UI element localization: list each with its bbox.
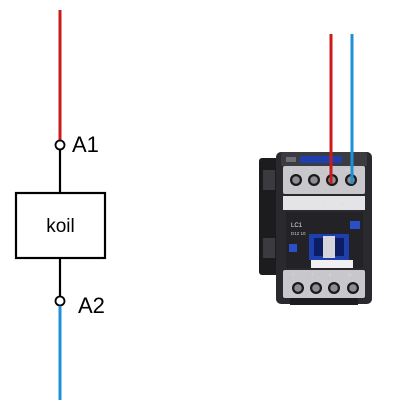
svg-text:2: 2: [290, 201, 293, 206]
svg-text:6: 6: [322, 201, 325, 206]
svg-text:4: 4: [305, 201, 308, 206]
svg-text:A2: A2: [340, 201, 346, 206]
top-terminal-block: [283, 166, 365, 194]
contactor-model-label: LC1: [291, 223, 303, 229]
contactor-model-sub-label: D12 10: [291, 231, 306, 236]
front-label-strip: [283, 196, 365, 210]
svg-text:14: 14: [347, 272, 352, 277]
coil-label: koil: [46, 216, 75, 237]
svg-text:1: 1: [290, 167, 293, 172]
actuator-slider: [323, 236, 335, 258]
terminal-a2-node: [54, 295, 66, 307]
terminal-a1-node: [54, 139, 66, 151]
svg-text:13: 13: [345, 167, 350, 172]
bottom-terminal-block: [283, 270, 365, 298]
bottom-rating-plate: [311, 260, 353, 268]
terminal-a2-label: A2: [78, 293, 105, 318]
bottom-terminal-screws: [292, 282, 359, 294]
coil-schematic: A1 koil A2: [14, 10, 107, 400]
terminal-a1-label: A1: [72, 132, 99, 157]
contactor-device: 1 3 5 13 2 4 6 A2 LC1 D12 10: [259, 34, 372, 305]
svg-text:2: 2: [292, 272, 295, 277]
contactor-blue-stripe: [300, 156, 342, 163]
svg-text:3: 3: [309, 167, 312, 172]
svg-text:6: 6: [329, 272, 332, 277]
svg-text:4: 4: [311, 272, 314, 277]
svg-text:5: 5: [327, 167, 330, 172]
coil-box: [14, 191, 107, 260]
